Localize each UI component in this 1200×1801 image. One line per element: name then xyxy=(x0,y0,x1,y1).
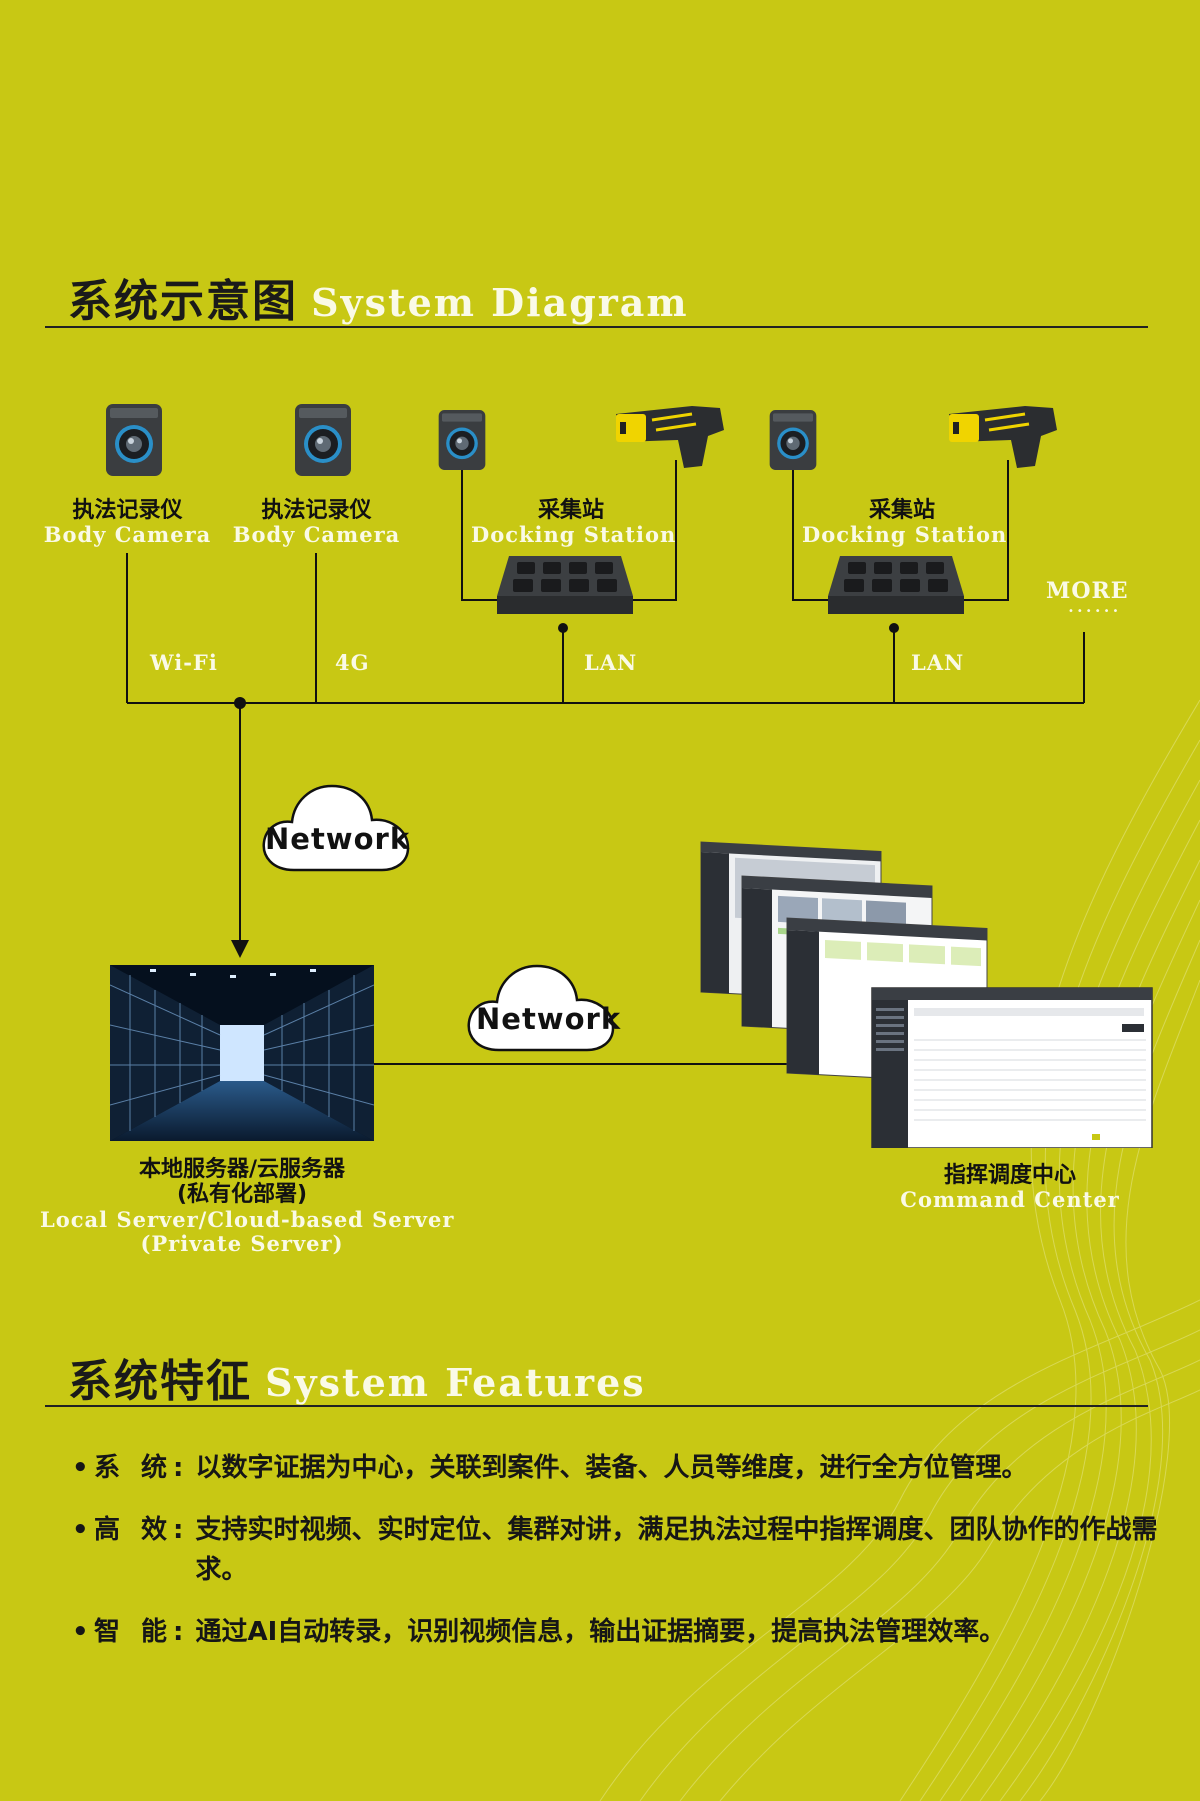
cam1-label: 执法记录仪 Body Camera xyxy=(40,498,215,547)
server-label-en-1: Local Server/Cloud-based Server xyxy=(40,1208,444,1232)
server-label-en-2: (Private Server) xyxy=(40,1232,444,1256)
server-label: 本地服务器/云服务器 (私有化部署) Local Server/Cloud-ba… xyxy=(40,1157,444,1256)
cam2-label: 执法记录仪 Body Camera xyxy=(229,498,404,547)
command-center-screens xyxy=(697,838,1157,1148)
docking-station-icon xyxy=(495,552,635,620)
dock1-label-en: Docking Station xyxy=(471,523,671,547)
more-label: MORE xyxy=(1046,578,1129,604)
server-room-icon xyxy=(110,965,374,1141)
features-title-zh: 系统特征 xyxy=(68,1356,252,1407)
cam2-label-zh: 执法记录仪 xyxy=(229,498,404,523)
feature-text: 支持实时视频、实时定位、集群对讲，满足执法过程中指挥调度、团队协作的作战需求。 xyxy=(195,1510,1182,1590)
feature-item: • 系 统: 以数字证据为中心，关联到案件、装备、人员等维度，进行全方位管理。 xyxy=(72,1448,1182,1488)
link-wifi: Wi-Fi xyxy=(150,650,218,675)
dock2-label-en: Docking Station xyxy=(802,523,1002,547)
features-section-heading: 系统特征 System Features xyxy=(68,1345,646,1409)
feature-key: 智 能: xyxy=(94,1612,189,1652)
server-label-zh-2: (私有化部署) xyxy=(40,1182,444,1207)
link-4g: 4G xyxy=(335,650,370,675)
more-dots-icon: •••••• xyxy=(1068,606,1121,617)
command-center-label: 指挥调度中心 Command Center xyxy=(880,1163,1140,1212)
body-camera-icon xyxy=(437,400,487,480)
cam1-label-zh: 执法记录仪 xyxy=(40,498,215,523)
body-camera-icon xyxy=(293,400,353,480)
dock2-label: 采集站 Docking Station xyxy=(802,498,1002,547)
command-center-label-zh: 指挥调度中心 xyxy=(880,1163,1140,1188)
features-title-en: System Features xyxy=(265,1360,646,1405)
network-label-2: Network xyxy=(476,1002,621,1036)
taser-icon xyxy=(612,400,727,470)
features-divider xyxy=(45,1405,1148,1407)
server-label-zh-1: 本地服务器/云服务器 xyxy=(40,1157,444,1182)
command-center-label-en: Command Center xyxy=(880,1188,1140,1212)
bullet-dot-icon: • xyxy=(72,1612,89,1652)
taser-icon xyxy=(945,400,1060,470)
dock1-label: 采集站 Docking Station xyxy=(471,498,671,547)
feature-text: 以数字证据为中心，关联到案件、装备、人员等维度，进行全方位管理。 xyxy=(195,1448,1182,1488)
body-camera-icon xyxy=(104,400,164,480)
cam2-label-en: Body Camera xyxy=(229,523,404,547)
bullet-dot-icon: • xyxy=(72,1448,89,1488)
link-lan-2: LAN xyxy=(911,650,964,675)
feature-item: • 智 能: 通过AI自动转录，识别视频信息，输出证据摘要，提高执法管理效率。 xyxy=(72,1612,1182,1652)
network-label-1: Network xyxy=(265,822,410,856)
dock2-label-zh: 采集站 xyxy=(802,498,1002,523)
body-camera-icon xyxy=(768,400,818,480)
features-list: • 系 统: 以数字证据为中心，关联到案件、装备、人员等维度，进行全方位管理。 … xyxy=(72,1448,1182,1674)
feature-text: 通过AI自动转录，识别视频信息，输出证据摘要，提高执法管理效率。 xyxy=(195,1612,1182,1652)
dock1-label-zh: 采集站 xyxy=(471,498,671,523)
feature-item: • 高 效: 支持实时视频、实时定位、集群对讲，满足执法过程中指挥调度、团队协作… xyxy=(72,1510,1182,1590)
link-lan-1: LAN xyxy=(584,650,637,675)
bullet-dot-icon: • xyxy=(72,1510,89,1550)
feature-key: 系 统: xyxy=(94,1448,189,1488)
cam1-label-en: Body Camera xyxy=(40,523,215,547)
feature-key: 高 效: xyxy=(94,1510,189,1590)
docking-station-icon xyxy=(826,552,966,620)
